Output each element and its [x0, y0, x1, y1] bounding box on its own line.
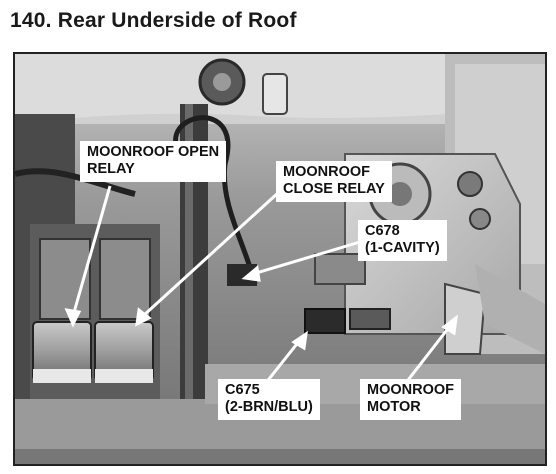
c675-connector-label: C675 (2-BRN/BLU) — [218, 379, 320, 420]
moonroof-motor-label: MOONROOF MOTOR — [360, 379, 461, 420]
c678-connector-label: C678 (1-CAVITY) — [358, 220, 447, 261]
moonroof-close-relay-label: MOONROOF CLOSE RELAY — [276, 161, 392, 202]
figure-title: 140. Rear Underside of Roof — [10, 9, 297, 32]
roof-photo-graphic — [15, 54, 545, 464]
moonroof-open-relay-label: MOONROOF OPEN RELAY — [80, 141, 227, 182]
roof-photo — [13, 52, 547, 466]
